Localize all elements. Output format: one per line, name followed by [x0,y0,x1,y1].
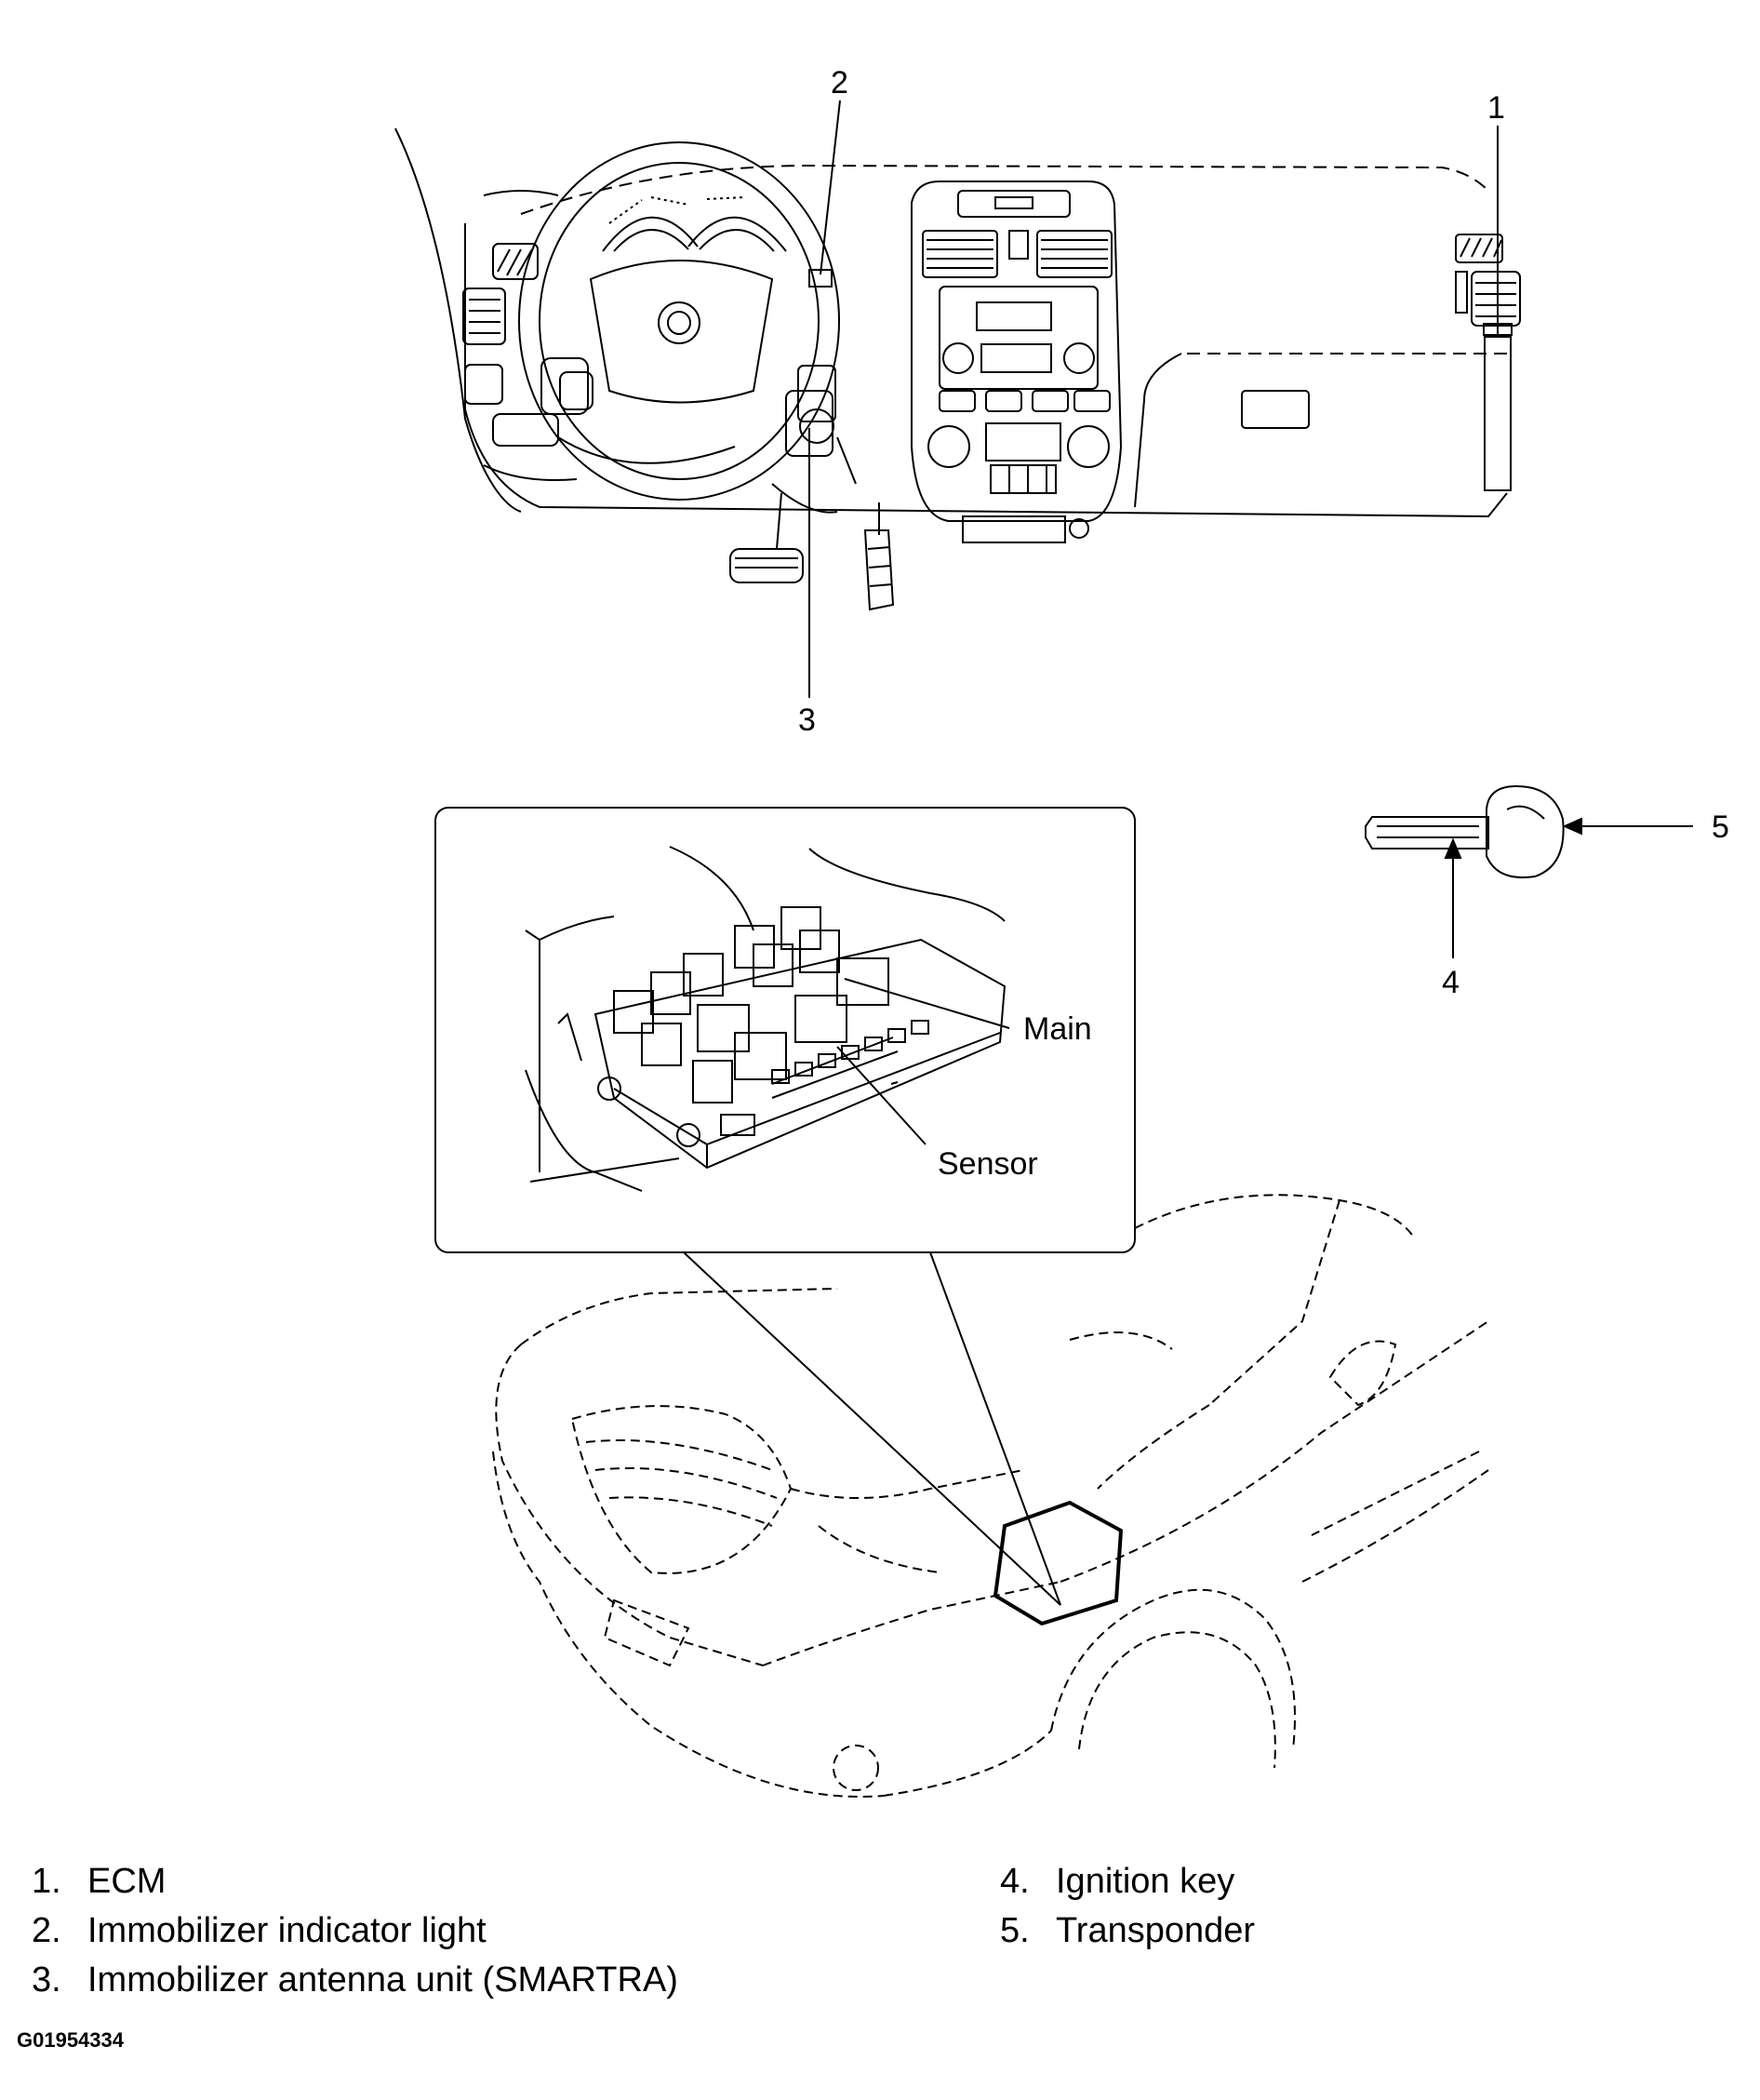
ignition-key-illustration [1366,786,1564,877]
key-head [1487,786,1564,877]
legend-item-ignition-key: 4. Ignition key [1000,1857,1255,1906]
brake-pedal [730,549,803,582]
legend-number: 2. [32,1911,61,1950]
ecm-module [1485,337,1511,490]
figure-code: G01954334 [17,2028,124,2052]
antenna-ring [800,409,833,443]
car-illustration [493,1195,1488,1797]
right-vent [1456,234,1502,262]
inset-label-main: Main [1023,1011,1092,1047]
legend-item-antenna-unit: 3. Immobilizer antenna unit (SMARTRA) [32,1956,678,2005]
legend-number: 5. [1000,1911,1030,1950]
dashboard-illustration [395,128,1520,609]
inset-label-sensor: Sensor [938,1146,1038,1182]
callout-3: 3 [798,702,816,738]
legend-item-indicator-light: 2. Immobilizer indicator light [32,1906,678,1956]
legend-item-transponder: 5. Transponder [1000,1906,1255,1956]
callout-5: 5 [1712,809,1729,845]
legend-text: Ignition key [1056,1862,1235,1901]
center-console [912,181,1121,521]
fuse-box-location-marker [995,1503,1121,1624]
legend-text: ECM [87,1862,167,1901]
callout-4: 4 [1442,965,1460,1000]
inset-frame [435,808,1135,1252]
legend-text: Transponder [1056,1911,1256,1950]
left-vent [493,244,538,279]
brand-emblem [659,302,700,343]
legend-text: Immobilizer antenna unit (SMARTRA) [87,1960,678,2000]
legend-number: 3. [32,1960,61,2000]
legend-number: 4. [1000,1862,1030,1901]
callout-2: 2 [831,65,848,100]
legend-item-ecm: 1. ECM [32,1857,678,1906]
steering-wheel [519,142,839,500]
legend-left: 1. ECM 2. Immobilizer indicator light 3. Im… [32,1857,678,2005]
legend-right: 4. Ignition key 5. Transponder [1000,1857,1255,1956]
legend-number: 1. [32,1862,61,1901]
fuse-box-illustration [526,847,1009,1191]
accelerator-pedal [865,530,893,609]
legend-text: Immobilizer indicator light [87,1911,487,1950]
callout-1: 1 [1487,90,1505,126]
